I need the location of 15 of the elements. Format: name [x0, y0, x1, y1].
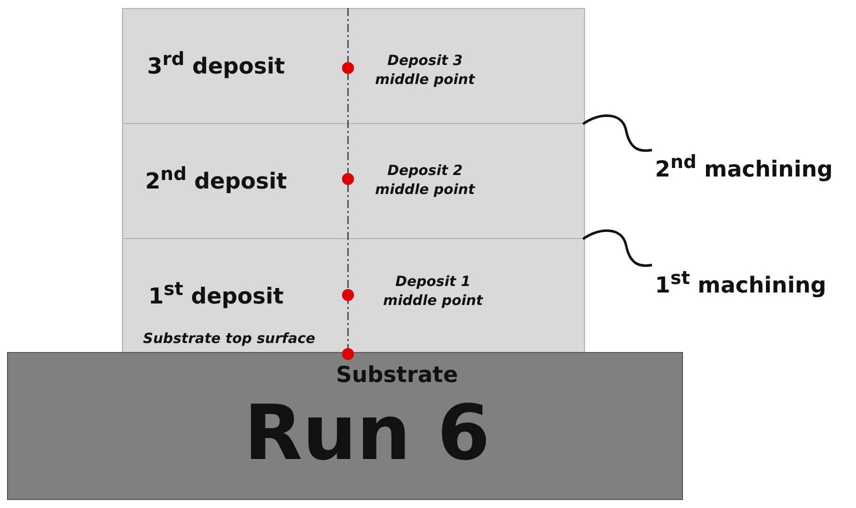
- deposit-layer: [122, 238, 585, 353]
- run-title: Run 6: [244, 395, 490, 471]
- deposit-layer: [122, 123, 585, 239]
- layer-label: 3$^{rd}$ deposit: [146, 49, 286, 80]
- block-label: Substrate: [336, 363, 458, 388]
- point-label: Deposit 3 middle point: [374, 52, 476, 90]
- point-label: Deposit 1 middle point: [382, 273, 484, 311]
- deposit-layer: [122, 8, 585, 124]
- process-label: 2$^{nd}$ machining: [655, 152, 833, 182]
- point-label: Substrate top surface: [143, 330, 316, 349]
- layer-label: 1$^{st}$ deposit: [147, 279, 285, 310]
- process-label: 1$^{st}$ machining: [655, 268, 826, 298]
- point-label: Deposit 2 middle point: [374, 162, 476, 200]
- layer-label: 2$^{nd}$ deposit: [144, 164, 288, 194]
- substrate-block: [7, 352, 683, 500]
